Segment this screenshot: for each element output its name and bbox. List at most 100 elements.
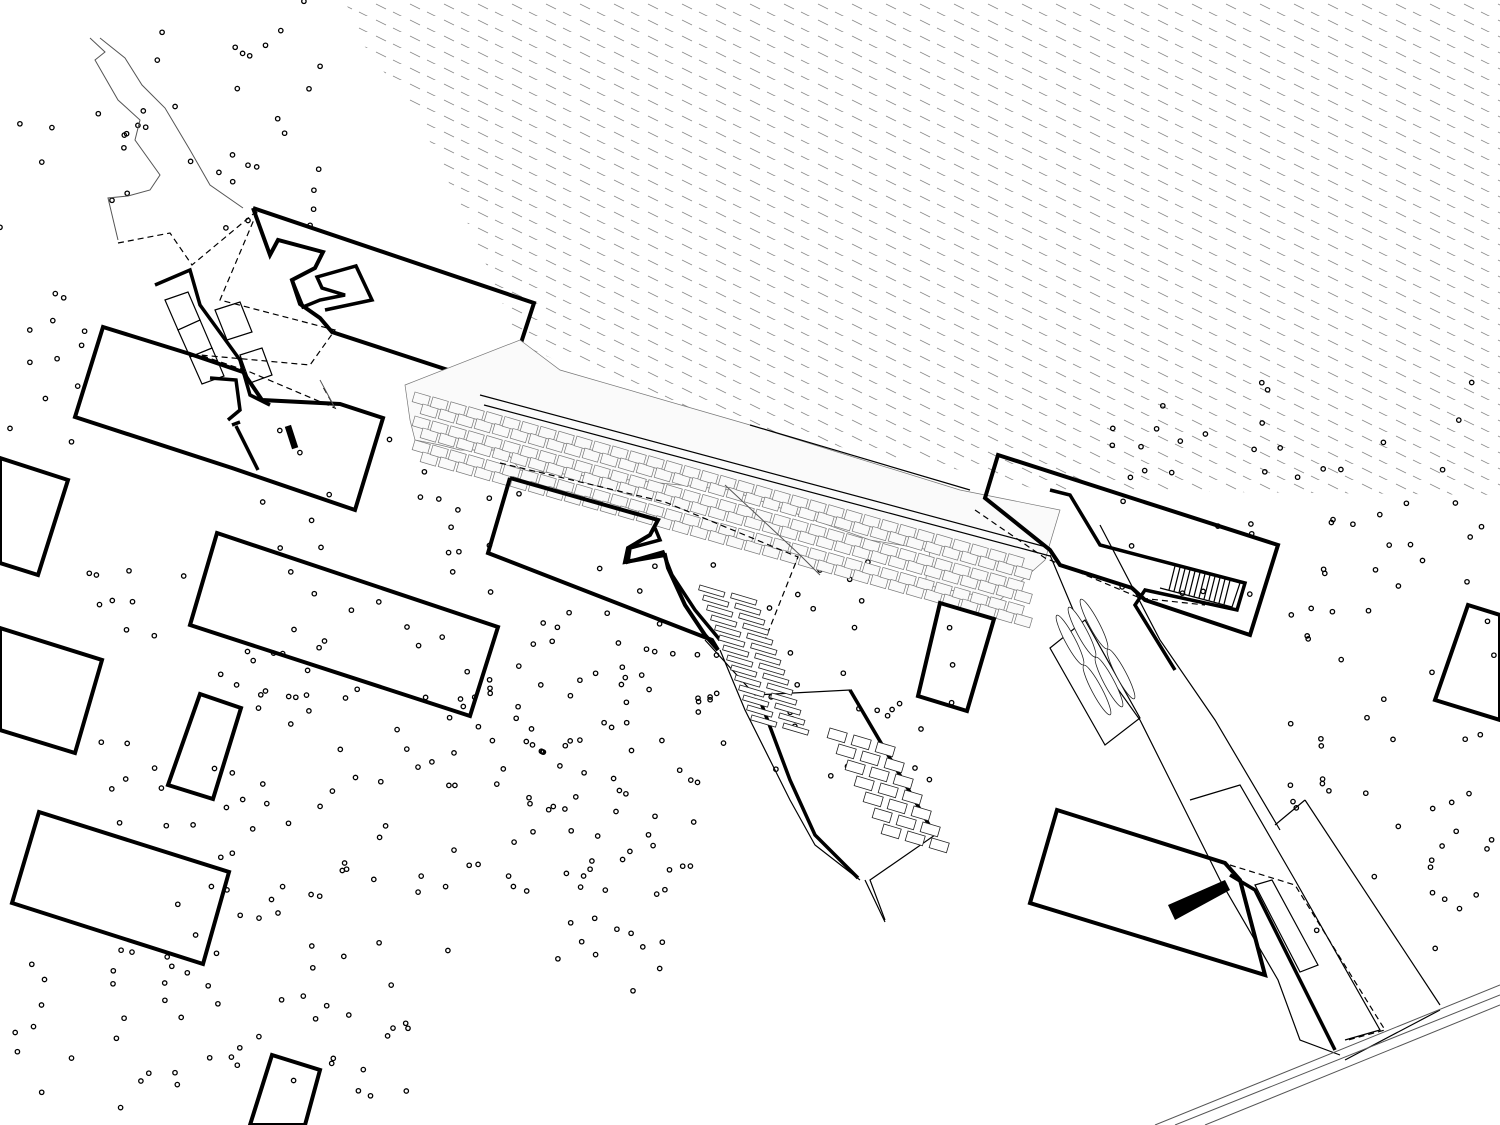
bench xyxy=(714,624,742,638)
tree-symbol xyxy=(268,896,275,903)
deck-tile xyxy=(807,547,827,563)
deck-tile xyxy=(465,430,485,446)
stair-tread xyxy=(1193,572,1201,597)
tree-symbol xyxy=(1109,425,1116,432)
tree-symbol xyxy=(645,831,652,838)
tree-symbol xyxy=(390,1025,396,1031)
tree-symbol xyxy=(205,982,212,989)
tree-symbol xyxy=(858,597,865,604)
deck-tile xyxy=(591,488,611,504)
tree-symbol xyxy=(376,939,382,946)
tree-symbol xyxy=(1304,633,1311,639)
tree-symbol xyxy=(445,947,451,954)
deck-tile xyxy=(735,479,755,495)
bench xyxy=(738,612,766,626)
tree-symbol xyxy=(568,827,575,834)
tree-symbol xyxy=(615,640,622,646)
tree-symbol xyxy=(623,719,630,726)
deck-tile xyxy=(879,518,899,534)
tree-symbol xyxy=(650,842,656,849)
deck-tile xyxy=(681,465,701,481)
tree-symbol xyxy=(233,682,240,688)
tree-symbol xyxy=(1376,511,1383,518)
tree-symbol xyxy=(912,765,918,771)
deck-tile xyxy=(555,430,575,446)
deck-tile xyxy=(555,454,575,470)
tree-symbol xyxy=(523,888,530,894)
table xyxy=(880,823,902,840)
tree-symbol xyxy=(563,870,570,877)
tree-symbol xyxy=(1329,608,1336,615)
tree-symbol xyxy=(163,822,170,829)
tree-symbol xyxy=(577,884,584,890)
tree-symbol xyxy=(403,746,410,752)
tree-symbol xyxy=(129,949,135,955)
tree-symbol xyxy=(1491,652,1497,659)
tree-symbol xyxy=(766,605,773,611)
building-block xyxy=(1027,807,1268,978)
tree-symbol xyxy=(505,873,512,879)
tree-symbol xyxy=(184,969,191,976)
tree-symbol xyxy=(123,626,130,633)
entry-path xyxy=(89,37,161,241)
tree-symbol xyxy=(49,317,56,324)
tree-symbol xyxy=(318,544,324,551)
north-pavilion xyxy=(72,37,537,513)
tree-symbol xyxy=(554,624,561,631)
tree-symbol xyxy=(601,719,607,726)
tree-symbol xyxy=(1478,523,1485,530)
deck-tile xyxy=(987,596,1007,612)
table xyxy=(892,773,914,790)
tree-symbol xyxy=(926,776,933,783)
tree-symbol xyxy=(418,873,425,879)
deck-tile xyxy=(915,576,935,592)
tree-symbol xyxy=(145,1070,152,1077)
tree-symbol xyxy=(311,590,318,597)
tree-symbol xyxy=(285,693,292,700)
deck-tile xyxy=(519,444,539,460)
tree-symbol xyxy=(263,800,270,807)
road-edge xyxy=(1154,984,1500,1125)
stair-tread xyxy=(1188,571,1196,596)
tree-symbol xyxy=(1452,500,1459,506)
tree-symbol xyxy=(297,449,303,456)
tree-symbol xyxy=(215,1000,221,1007)
tree-symbol xyxy=(451,847,457,853)
deck-tile xyxy=(951,586,971,602)
tree-symbol xyxy=(354,686,361,693)
entry-path xyxy=(319,379,336,409)
tree-symbol xyxy=(578,938,585,945)
tree-symbol xyxy=(594,833,601,839)
tree-symbol xyxy=(1484,846,1490,852)
stair-tread xyxy=(1168,565,1176,591)
table xyxy=(844,759,866,776)
table xyxy=(835,743,857,760)
bench xyxy=(730,592,758,606)
tree-symbol xyxy=(262,42,269,49)
tree-symbol xyxy=(301,0,307,5)
tree-symbol xyxy=(566,609,572,616)
tree-symbol xyxy=(1168,469,1175,476)
tree-symbol xyxy=(577,677,583,684)
tree-symbol xyxy=(562,806,568,812)
tree-symbol xyxy=(38,159,45,165)
bench xyxy=(706,604,734,618)
central-hall xyxy=(485,462,950,923)
tree-symbol xyxy=(234,1062,241,1069)
tree-symbol xyxy=(530,641,537,647)
tree-symbol xyxy=(589,858,595,864)
tree-symbol xyxy=(707,696,713,703)
tree-symbol xyxy=(312,1015,319,1022)
tree-symbol xyxy=(306,708,312,714)
tree-symbol xyxy=(1477,731,1484,738)
room xyxy=(239,347,273,384)
tree-symbol xyxy=(1484,618,1491,625)
deck-tile xyxy=(699,493,719,509)
deck-tile xyxy=(447,449,467,465)
tree-symbol xyxy=(355,1087,362,1094)
tree-symbol xyxy=(316,644,322,651)
tree-symbol xyxy=(827,772,834,779)
tree-symbol xyxy=(172,103,178,110)
boat xyxy=(1082,664,1112,716)
tree-symbol xyxy=(676,767,683,774)
